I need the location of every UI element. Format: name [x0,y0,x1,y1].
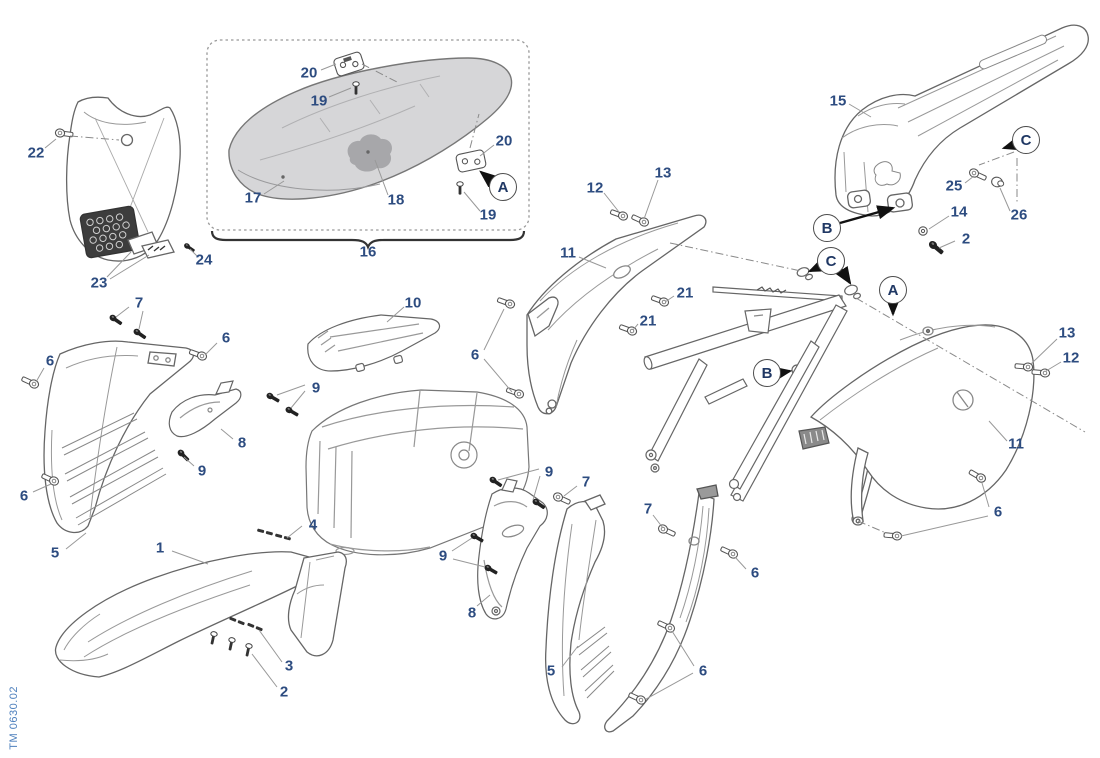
front-number-plate [65,96,181,262]
rear-fender [834,24,1089,217]
airbox-cover [307,314,441,373]
washer-14 [918,226,928,236]
side-panel-right [809,324,1035,526]
rivet-set-4 [256,528,274,536]
alignment-dash-lines [69,63,1086,534]
seat [228,57,513,200]
rivet-set-3 [229,616,245,626]
shroud-inner-panel-left [168,380,242,438]
seat-detail-box [206,39,530,250]
radiator-shroud-right [544,484,719,733]
bushing-26 [989,175,1006,189]
seat-patch [347,134,392,172]
seat-mount-brackets [333,51,487,196]
leader-lines [32,63,1062,700]
screw-24 [182,242,196,254]
shroud-blade [604,492,715,733]
plate-mesh-vent [79,205,141,259]
fuel-tank [305,389,530,556]
plate-clip [141,239,175,259]
bolt-25 [967,166,989,183]
shroud-vents [61,412,167,526]
watermark: TM 0630.02 [8,686,20,750]
subframe [643,267,879,525]
front-fender-flap [287,551,347,657]
front-fender [54,551,347,678]
shroud-vents [576,626,615,699]
group-brace [210,230,526,250]
radiator-shroud-left [43,340,195,534]
side-panel-left [526,214,707,415]
